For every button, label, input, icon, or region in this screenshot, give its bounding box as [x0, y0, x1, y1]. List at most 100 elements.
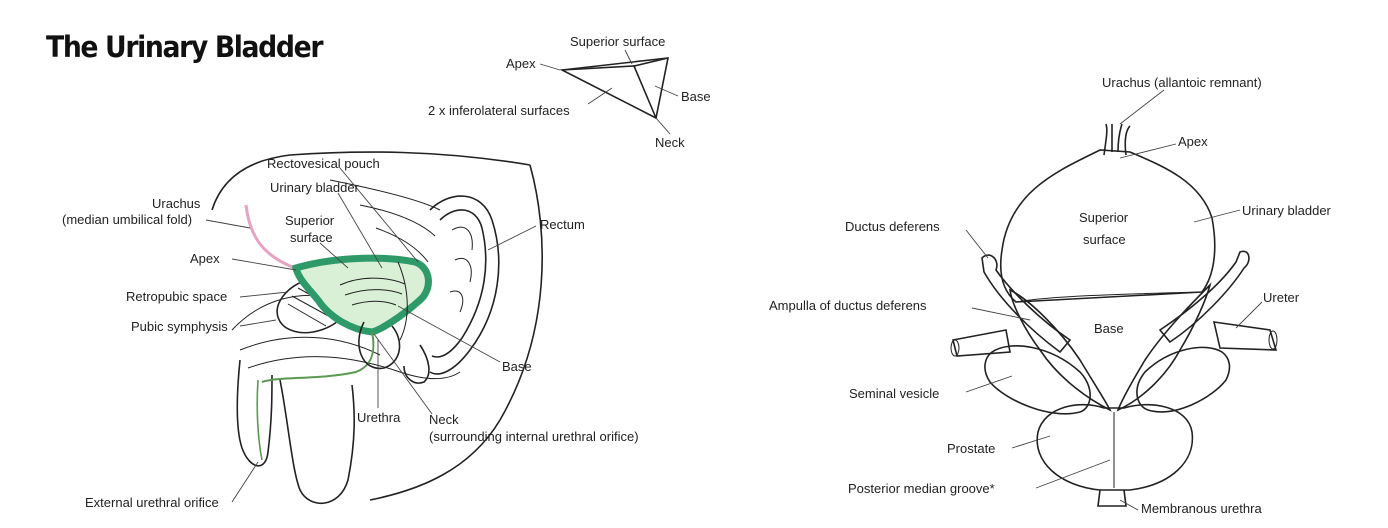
label-pyramid-neck: Neck [655, 135, 685, 150]
leader-external-orifice [231, 461, 259, 503]
urachus-tuft [1103, 123, 1131, 156]
pelvic-layer-2 [239, 336, 381, 356]
rectum-inner [431, 209, 487, 358]
prostate [1036, 403, 1194, 491]
leader-apex-post [1119, 143, 1177, 159]
rectal-folds [449, 226, 473, 313]
leader-apex-pyramid [539, 63, 561, 71]
label-posterior-median-groove: Posterior median groove* [848, 481, 995, 496]
body-outline-bottom [369, 419, 501, 501]
label-retropubic-space: Retropubic space [126, 289, 227, 304]
orientation-pyramid: Superior surface Apex Base 2 x inferolat… [428, 34, 711, 150]
ureter-left-end [950, 339, 960, 357]
pelvic-layer-3 [247, 356, 461, 380]
label-prostate: Prostate [947, 441, 995, 456]
leader-seminal-vesicle [965, 375, 1013, 393]
ureter-left [952, 329, 1011, 357]
pyramid-outline [559, 57, 669, 120]
leader-base-section [397, 305, 501, 363]
membranous-urethra [1097, 489, 1127, 507]
label-base-section: Base [502, 359, 532, 374]
prostate-outline [358, 321, 401, 370]
label-urachus-fold: (median umbilical fold) [62, 212, 192, 227]
label-superior-surface-2: surface [290, 230, 333, 245]
leader-rectum [487, 225, 537, 251]
ductus-deferens-left [981, 254, 1072, 354]
anal-canal [403, 344, 430, 384]
peritoneum-line-2 [359, 204, 436, 237]
label-apex-post: Apex [1178, 134, 1208, 149]
label-ductus-deferens: Ductus deferens [845, 219, 940, 234]
leader-urachus-post [1119, 89, 1165, 125]
leader-base-pyramid [654, 85, 679, 97]
leader-ductus-deferens [965, 229, 989, 259]
leader-urinary-bladder-post [1193, 209, 1241, 223]
pyramid-top-edge [633, 57, 669, 67]
sagittal-section: Rectovesical pouch Urinary bladder Urach… [62, 151, 639, 510]
label-base-post: Base [1094, 321, 1124, 336]
ureter-right-end [1268, 330, 1278, 350]
label-urethra: Urethra [357, 410, 401, 425]
label-neck: Neck [429, 412, 459, 427]
urachus-fold [244, 204, 301, 272]
posterior-view: Urachus (allantoic remnant) Apex Urinary… [769, 75, 1332, 516]
label-pyramid-inferolateral: 2 x inferolateral surfaces [428, 103, 570, 118]
peritoneum-line-3 [375, 227, 429, 263]
base-border [1015, 291, 1203, 303]
leader-pubic-symphysis [239, 319, 277, 327]
label-membranous-urethra: Membranous urethra [1141, 501, 1262, 516]
ampulla-right [1116, 282, 1212, 412]
label-external-urethral-orifice: External urethral orifice [85, 495, 219, 510]
label-rectovesical-pouch: Rectovesical pouch [267, 156, 380, 171]
leader-retropubic [239, 291, 289, 298]
label-apex-section: Apex [190, 251, 220, 266]
leader-membranous [1119, 499, 1139, 511]
label-seminal-vesicle: Seminal vesicle [849, 386, 939, 401]
penile-urethra [256, 379, 263, 461]
label-ureter: Ureter [1263, 290, 1300, 305]
label-rectum: Rectum [540, 217, 585, 232]
label-ampulla: Ampulla of ductus deferens [769, 298, 927, 313]
bladder-folds [339, 277, 406, 306]
label-urachus: Urachus [152, 196, 201, 211]
page-title: The Urinary Bladder [46, 30, 323, 64]
leader-apex-section [231, 258, 297, 271]
label-urinary-bladder-post: Urinary bladder [1242, 203, 1332, 218]
label-urachus-post: Urachus (allantoic remnant) [1102, 75, 1262, 90]
label-superior-surface-post-1: Superior [1079, 210, 1129, 225]
ductus-deferens-right [1158, 250, 1250, 344]
leader-neck-section [373, 333, 433, 415]
leader-prostate [1011, 435, 1051, 449]
ampulla-left [1009, 288, 1112, 412]
rectovesical-fold [397, 261, 408, 341]
body-outline-top [211, 151, 531, 211]
scrotum-outline [279, 379, 355, 504]
body-outline-back [499, 164, 543, 421]
urinary-bladder-section [291, 254, 432, 336]
bladder-dome [1000, 149, 1216, 303]
prostatic-urethra [261, 331, 375, 383]
leader-rectovesical [339, 167, 419, 263]
label-pubic-symphysis: Pubic symphysis [131, 319, 228, 334]
seminal-vesicle-right [1136, 346, 1231, 413]
label-urinary-bladder: Urinary bladder [270, 180, 360, 195]
label-pyramid-apex: Apex [506, 56, 536, 71]
label-pyramid-base: Base [681, 89, 711, 104]
leader-urinary-bladder [337, 192, 383, 269]
label-superior-surface-post-2: surface [1083, 232, 1126, 247]
leader-groove [1035, 459, 1111, 489]
ureter-right [1212, 321, 1278, 351]
label-pyramid-superior-surface: Superior surface [570, 34, 665, 49]
rectum-outer [429, 195, 500, 375]
leader-neck-pyramid [655, 117, 671, 135]
leader-ampulla [971, 307, 1031, 321]
penis-outline [236, 359, 273, 467]
leader-inferolateral [587, 87, 613, 105]
leader-superior-surface [624, 49, 633, 65]
label-neck-description: (surrounding internal urethral orifice) [429, 429, 639, 444]
leader-urachus [205, 219, 251, 229]
label-superior-surface-1: Superior [285, 213, 335, 228]
seminal-vesicle-left [984, 345, 1091, 415]
